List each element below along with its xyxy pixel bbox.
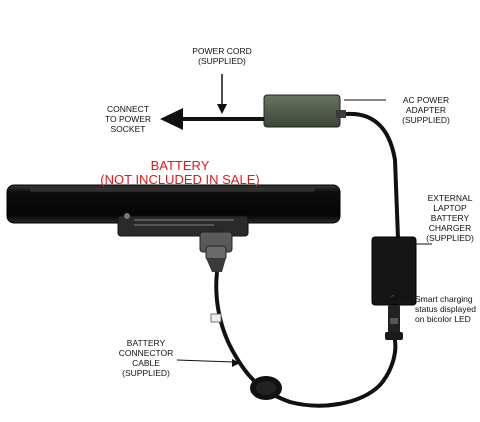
smart-charging-label: Smart charging status displayed on bicol… <box>415 294 476 324</box>
battery-not-included-note: (NOT INCLUDED IN SALE) <box>100 172 260 187</box>
battery-logo <box>124 213 130 219</box>
connect-to-power-socket-label: CONNECT TO POWER SOCKET <box>104 104 152 134</box>
external-charger-label: EXTERNAL LAPTOP BATTERY CHARGER (SUPPLIE… <box>426 193 474 243</box>
battery-connector-cable <box>214 271 398 408</box>
power-cord-arrow <box>160 108 183 130</box>
dc-cord <box>345 111 400 239</box>
power-cord-callout-arrowhead <box>217 104 227 114</box>
ac-power-adapter-label: AC POWER ADAPTER (SUPPLIED) <box>402 95 450 125</box>
battery-title: BATTERY <box>150 158 210 173</box>
connector-cable-callout-line <box>176 359 234 363</box>
cable-tie <box>210 313 222 323</box>
external-charger-body <box>371 236 417 306</box>
power-cord-label: POWER CORD (SUPPLIED) <box>192 46 252 66</box>
battery-connector-cable-label: BATTERY CONNECTOR CABLE (SUPPLIED) <box>118 338 174 378</box>
ac-adapter-body <box>263 94 341 128</box>
